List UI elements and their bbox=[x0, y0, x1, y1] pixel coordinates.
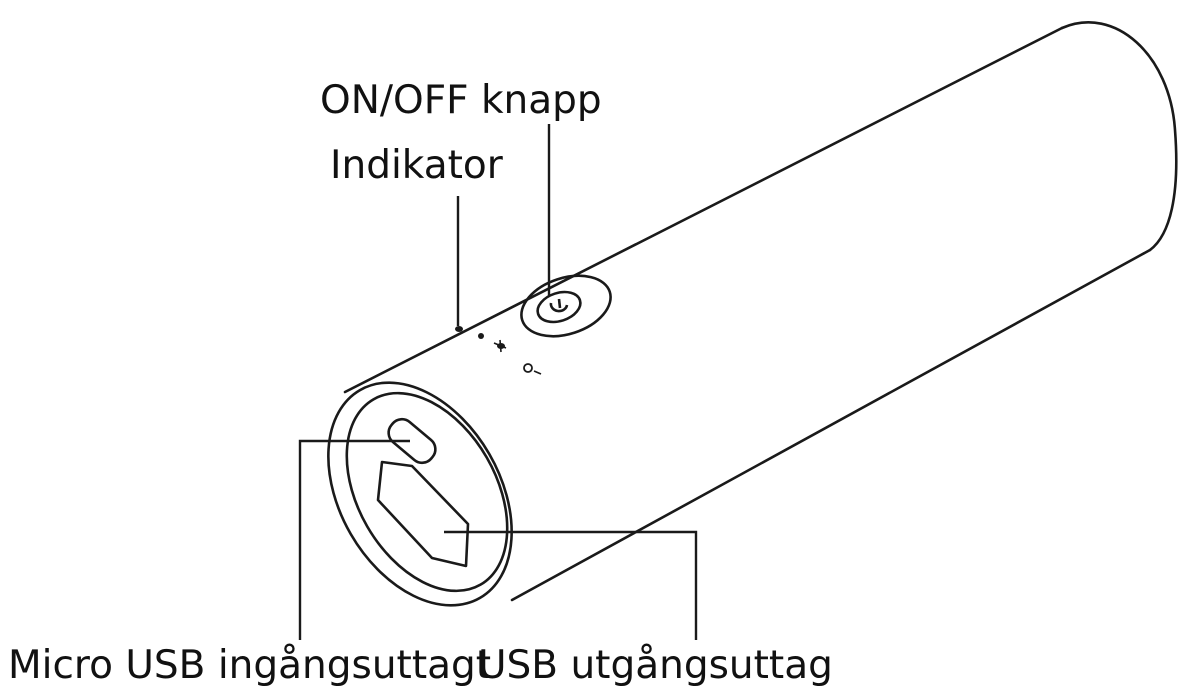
micro-usb-port bbox=[387, 417, 437, 465]
power-bank-body bbox=[343, 21, 1178, 602]
leader-micro-usb bbox=[298, 439, 410, 640]
body-far-cap bbox=[1060, 21, 1178, 252]
leader-lines bbox=[298, 124, 698, 640]
power-button-outer[interactable] bbox=[514, 265, 619, 347]
end-cap-inner-face bbox=[345, 391, 509, 593]
body-bottom-edge bbox=[510, 248, 1152, 602]
label-usb-output: USB utgångsuttag bbox=[478, 643, 833, 688]
indicator-led-icon bbox=[455, 326, 542, 375]
indicator-led-1 bbox=[455, 326, 463, 332]
power-button-inner[interactable] bbox=[534, 287, 584, 327]
label-power-button: ON/OFF knapp bbox=[320, 78, 602, 123]
body-top-edge bbox=[343, 26, 1064, 394]
power-icon bbox=[549, 298, 569, 313]
label-indicator: Indikator bbox=[330, 143, 504, 188]
micro-usb-port-outline bbox=[387, 417, 437, 465]
end-cap bbox=[327, 381, 513, 607]
label-micro-usb-input: Micro USB ingångsuttagt bbox=[8, 643, 491, 688]
leader-usb-output bbox=[444, 530, 698, 640]
end-cap-outer-rim bbox=[327, 381, 513, 607]
usb-output-port bbox=[376, 460, 470, 568]
indicator-led-5 bbox=[523, 363, 533, 373]
power-button[interactable] bbox=[514, 265, 619, 347]
usb-output-port-outline bbox=[376, 460, 470, 568]
indicator-led-4-symbol bbox=[493, 339, 507, 353]
indicator-led-2 bbox=[478, 333, 484, 339]
indicator-led-5-tail bbox=[533, 370, 542, 375]
